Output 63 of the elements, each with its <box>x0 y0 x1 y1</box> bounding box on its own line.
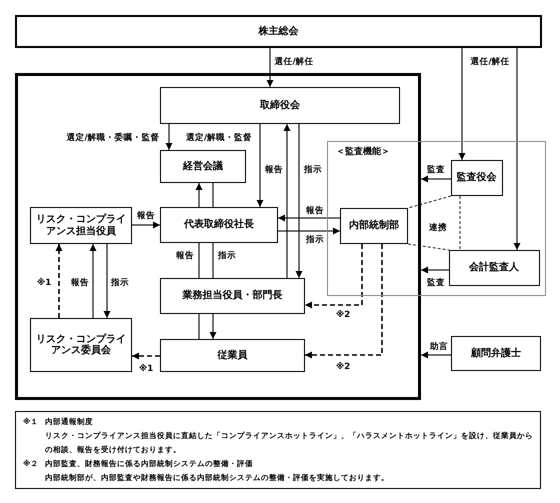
edge-label: 報告 <box>264 166 284 175</box>
edge-label: 監査 <box>426 278 446 288</box>
connector-line <box>198 314 200 340</box>
dashed-line <box>408 196 452 208</box>
arrow <box>210 314 216 340</box>
arrow <box>284 124 290 278</box>
auditor-board-box: 監査役会 <box>450 160 502 196</box>
dashed-arrow <box>56 244 62 318</box>
arrow <box>420 352 452 358</box>
arrow <box>458 48 466 160</box>
edge-label: ※2 <box>335 362 352 372</box>
department-box: 業務担当役員・部門長 <box>160 278 305 314</box>
edge-label: 助言 <box>429 342 449 352</box>
dashed-arrow <box>132 352 160 360</box>
council-box: 経営会議 <box>160 150 246 183</box>
arrow <box>514 48 520 250</box>
edge-label: 指示 <box>110 278 130 288</box>
edge-label: 連携 <box>428 224 448 233</box>
accounting-auditor-box: 会計監査人 <box>448 250 540 286</box>
edge-label: 選任/解任 <box>470 58 511 67</box>
arrow <box>278 214 340 222</box>
arrow <box>420 266 450 274</box>
company-frame <box>15 73 421 400</box>
control-dept-box: 内部統制部 <box>340 208 408 244</box>
arrow <box>132 222 160 228</box>
arrow <box>90 244 96 318</box>
edge-label: 報告 <box>136 212 156 221</box>
connector-line <box>212 182 214 208</box>
arrow <box>104 244 110 318</box>
arrow <box>256 124 264 208</box>
board-box: 取締役会 <box>160 87 400 124</box>
meeting-box: 株主総会 <box>15 15 542 48</box>
dashed-arrow <box>305 244 383 358</box>
dashed-line <box>408 244 450 250</box>
arrow <box>278 228 340 234</box>
region-title: ＜監査機能＞ <box>336 147 390 158</box>
edge-label: 報告 <box>175 252 195 261</box>
edge-label: 選定/解職・委嘱・監督 <box>66 134 161 143</box>
arrow <box>266 48 274 88</box>
officer-box: リスク・コンプライアンス担当役員 <box>30 207 132 244</box>
edge-label: ※1 <box>36 278 52 288</box>
arrow <box>196 182 202 208</box>
edge-label: 指示 <box>217 252 237 261</box>
edge-label: 報告 <box>305 206 325 216</box>
committee-box: リスク・コンプライアンス委員会 <box>30 318 132 372</box>
employee-box: 従業員 <box>160 339 305 372</box>
edge-label: 指示 <box>305 236 325 245</box>
arrow <box>420 176 452 182</box>
connector-line <box>198 242 200 278</box>
edge-label: ※2 <box>335 310 352 320</box>
arrow <box>166 124 172 150</box>
edge-label: ※1 <box>138 364 154 374</box>
edge-label: 報告 <box>70 278 90 288</box>
edge-label: 監査 <box>426 166 446 175</box>
lawyer-box: 顧問弁護士 <box>451 336 541 371</box>
edge-label: 選任/解任 <box>274 58 315 67</box>
connector-line <box>212 242 214 278</box>
audit-region <box>327 141 546 296</box>
dashed-arrow <box>305 244 363 308</box>
edge-label: 指示 <box>303 166 323 175</box>
edge-label: 選定/解職・監督 <box>185 134 254 143</box>
president-box: 代表取締役社長 <box>160 207 278 243</box>
arrow <box>296 124 302 278</box>
